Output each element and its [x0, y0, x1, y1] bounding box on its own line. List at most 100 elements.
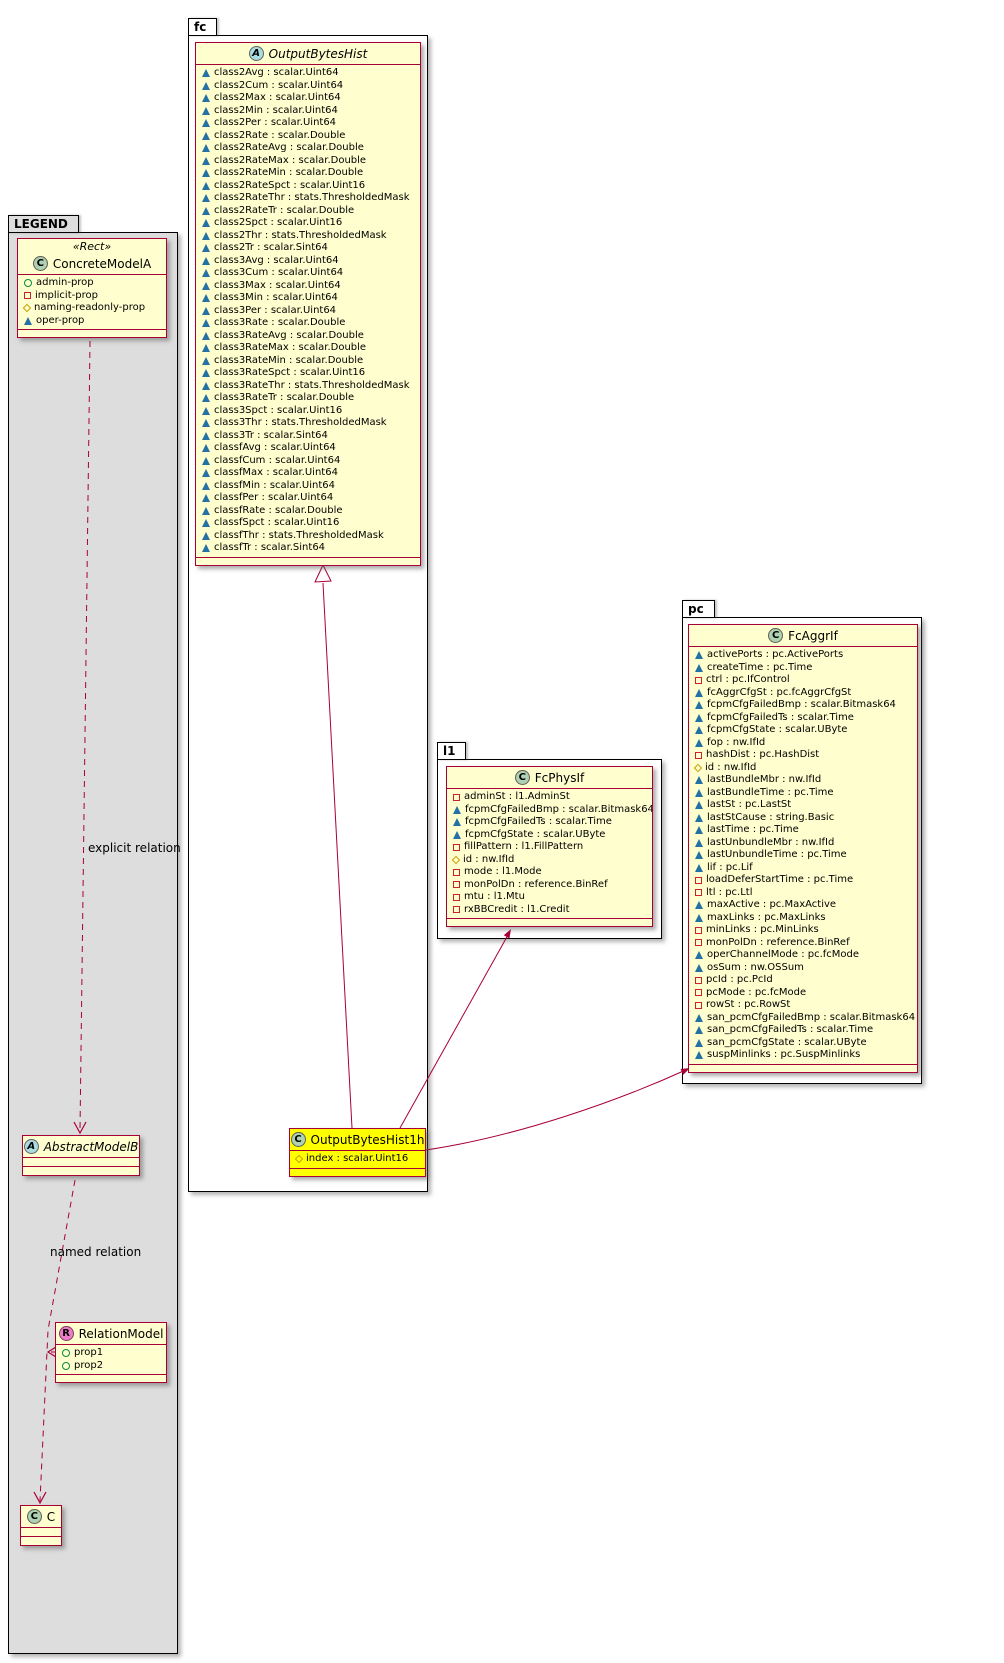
triangle-icon: [202, 394, 210, 403]
class-spot-icon: C: [26, 1509, 42, 1524]
attribute-row: lastSt : pc.LastSt: [689, 799, 917, 812]
triangle-icon: [202, 444, 210, 453]
attribute-row: maxLinks : pc.MaxLinks: [689, 912, 917, 925]
attribute-row: fcpmCfgState : scalar.UByte: [447, 829, 652, 842]
triangle-icon: [695, 838, 703, 847]
attribute-row: suspMinlinks : pc.SuspMinlinks: [689, 1049, 917, 1062]
attribute-row: fcpmCfgFailedBmp : scalar.Bitmask64: [447, 804, 652, 817]
attributes-compartment: class2Avg : scalar.Uint64 class2Cum : sc…: [196, 64, 420, 557]
triangle-icon: [695, 726, 703, 735]
attribute-row: mtu : l1.Mtu: [447, 891, 652, 904]
class-spot-icon: C: [768, 628, 784, 643]
triangle-icon: [202, 369, 210, 378]
triangle-icon: [202, 119, 210, 128]
triangle-icon: [695, 701, 703, 710]
attribute-row: loadDeferStartTime : pc.Time: [689, 874, 917, 887]
relation-spot-icon: R: [58, 1326, 74, 1341]
attribute-row: class2RateAvg : scalar.Double: [196, 142, 420, 155]
circle-icon: [62, 1349, 70, 1358]
triangle-icon: [202, 106, 210, 115]
square-icon: [695, 876, 702, 884]
triangle-icon: [695, 826, 703, 835]
class-header: C FcPhysIf: [447, 767, 652, 788]
triangle-icon: [202, 181, 210, 190]
class-header: C FcAggrIf: [689, 625, 917, 646]
package-l1-tab: l1: [437, 742, 467, 760]
triangle-icon: [202, 131, 210, 140]
attribute-row: fcAggrCfgSt : pc.fcAggrCfgSt: [689, 687, 917, 700]
attribute-row: class3RateAvg : scalar.Double: [196, 330, 420, 343]
attribute-row: admin-prop: [18, 277, 166, 290]
class-header: C C: [21, 1506, 61, 1527]
triangle-icon: [695, 801, 703, 810]
triangle-icon: [202, 469, 210, 478]
triangle-icon: [202, 519, 210, 528]
triangle-icon: [202, 531, 210, 540]
methods-compartment: [23, 1166, 139, 1175]
attribute-row: class2Cum : scalar.Uint64: [196, 80, 420, 93]
triangle-icon: [202, 219, 210, 228]
attribute-row: fcpmCfgFailedTs : scalar.Time: [447, 816, 652, 829]
association-fcaggrif-edge: [425, 1068, 689, 1151]
abstract-spot-icon: A: [23, 1139, 39, 1154]
attribute-row: createTime : pc.Time: [689, 662, 917, 675]
square-icon: [695, 939, 702, 947]
class-header: A AbstractModelB: [23, 1136, 139, 1157]
triangle-icon: [695, 776, 703, 785]
class-header: C OutputBytesHist1h: [290, 1129, 425, 1150]
package-legend-body: [8, 232, 178, 1654]
class-header: C ConcreteModelA: [18, 253, 166, 274]
attribute-row: class3Avg : scalar.Uint64: [196, 255, 420, 268]
attribute-row: pcId : pc.PcId: [689, 974, 917, 987]
triangle-icon: [202, 94, 210, 103]
triangle-icon: [695, 963, 703, 972]
triangle-icon: [202, 331, 210, 340]
triangle-icon: [202, 481, 210, 490]
attribute-row: index : scalar.Uint16: [290, 1153, 425, 1166]
attribute-row: fcpmCfgFailedBmp : scalar.Bitmask64: [689, 699, 917, 712]
class-spot-icon: C: [290, 1132, 306, 1147]
attributes-compartment: adminSt : l1.AdminSt fcpmCfgFailedBmp : …: [447, 788, 652, 918]
attributes-compartment: [23, 1157, 139, 1166]
class-relationmodel: R RelationModel prop1 prop2: [55, 1322, 167, 1383]
triangle-icon: [202, 231, 210, 240]
methods-compartment: [196, 556, 420, 565]
attribute-row: class3Per : scalar.Uint64: [196, 305, 420, 318]
attributes-compartment: prop1 prop2: [56, 1344, 166, 1374]
attribute-row: lastBundleMbr : nw.IfId: [689, 774, 917, 787]
class-outputbyteshist: A OutputBytesHist class2Avg : scalar.Uin…: [195, 42, 421, 566]
square-icon: [695, 676, 702, 684]
triangle-icon: [202, 544, 210, 553]
attribute-row: ctrl : pc.IfControl: [689, 674, 917, 687]
attribute-row: classfPer : scalar.Uint64: [196, 492, 420, 505]
triangle-icon: [202, 194, 210, 203]
triangle-icon: [695, 1013, 703, 1022]
triangle-icon: [202, 294, 210, 303]
triangle-icon: [695, 951, 703, 960]
attribute-row: class2Per : scalar.Uint64: [196, 117, 420, 130]
class-spot-icon: C: [32, 256, 48, 271]
triangle-icon: [695, 663, 703, 672]
attribute-row: class2RateMax : scalar.Double: [196, 155, 420, 168]
attribute-row: monPolDn : reference.BinRef: [689, 937, 917, 950]
circle-icon: [62, 1361, 70, 1370]
attribute-row: class2Spct : scalar.Uint16: [196, 217, 420, 230]
attribute-row: class2RateMin : scalar.Double: [196, 167, 420, 180]
attribute-row: classfAvg : scalar.Uint64: [196, 442, 420, 455]
triangle-icon: [202, 494, 210, 503]
attribute-row: classfRate : scalar.Double: [196, 505, 420, 518]
triangle-icon: [202, 356, 210, 365]
attribute-row: monPolDn : reference.BinRef: [447, 879, 652, 892]
triangle-icon: [695, 851, 703, 860]
stereotype-label: «Rect»: [72, 240, 112, 253]
triangle-icon: [202, 456, 210, 465]
attribute-row: san_pcmCfgFailedBmp : scalar.Bitmask64: [689, 1012, 917, 1025]
triangle-icon: [695, 901, 703, 910]
attribute-row: class3RateSpct : scalar.Uint16: [196, 367, 420, 380]
attribute-row: implicit-prop: [18, 290, 166, 303]
attribute-row: fcpmCfgState : scalar.UByte: [689, 724, 917, 737]
class-spot-icon: C: [514, 770, 530, 785]
triangle-icon: [695, 688, 703, 697]
explicit-relation-label: explicit relation: [88, 841, 181, 855]
